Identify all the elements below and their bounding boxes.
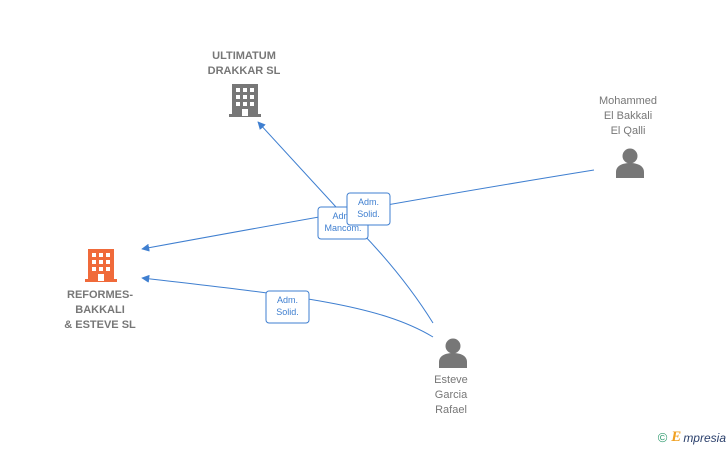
edge-label-line: Adm. — [358, 197, 379, 207]
node-label-line: ULTIMATUM — [212, 50, 276, 62]
building-icon — [85, 249, 117, 282]
node-reformes[interactable]: REFORMES- BAKKALI & ESTEVE SL — [64, 249, 136, 331]
node-mohammed[interactable]: Mohammed El Bakkali El Qalli — [599, 95, 657, 178]
node-label-line: REFORMES- — [67, 289, 133, 301]
edge-label[interactable]: Adm. Solid. — [346, 192, 391, 226]
edge-label-line: Solid. — [276, 307, 299, 317]
node-label-line: & ESTEVE SL — [64, 319, 136, 331]
node-ultimatum[interactable]: ULTIMATUM DRAKKAR SL — [208, 50, 281, 117]
node-label-line: El Bakkali — [604, 110, 652, 122]
edge-label[interactable]: Adm. Solid. — [265, 290, 310, 324]
edge-label-line: Adm. — [277, 295, 298, 305]
brand-name: mpresia — [683, 430, 726, 445]
edge-line — [141, 274, 434, 338]
node-label-line: Mohammed — [599, 95, 657, 107]
node-label-line: Rafael — [435, 404, 467, 416]
edge-label-line: Solid. — [357, 209, 380, 219]
person-icon — [439, 338, 467, 368]
person-icon — [616, 148, 644, 178]
building-icon — [229, 84, 261, 117]
edge-label-line: Adm. — [332, 211, 353, 221]
edge-labels-layer: Adm. Mancom. Adm. Solid. Adm. Solid. — [265, 192, 391, 324]
node-label-line: El Qalli — [611, 125, 646, 137]
edge-label-box — [265, 290, 310, 324]
node-label-line: Esteve — [434, 374, 468, 386]
node-esteve[interactable]: Esteve Garcia Rafael — [434, 338, 468, 417]
copyright-icon: © — [657, 430, 668, 445]
edge-label-line: Mancom. — [324, 223, 361, 233]
edge-label-box — [346, 192, 391, 226]
node-label-line: DRAKKAR SL — [208, 65, 281, 77]
brand-logo-letter: E — [671, 429, 682, 445]
node-label-line: Garcia — [435, 389, 468, 401]
node-label-line: BAKKALI — [75, 304, 125, 316]
